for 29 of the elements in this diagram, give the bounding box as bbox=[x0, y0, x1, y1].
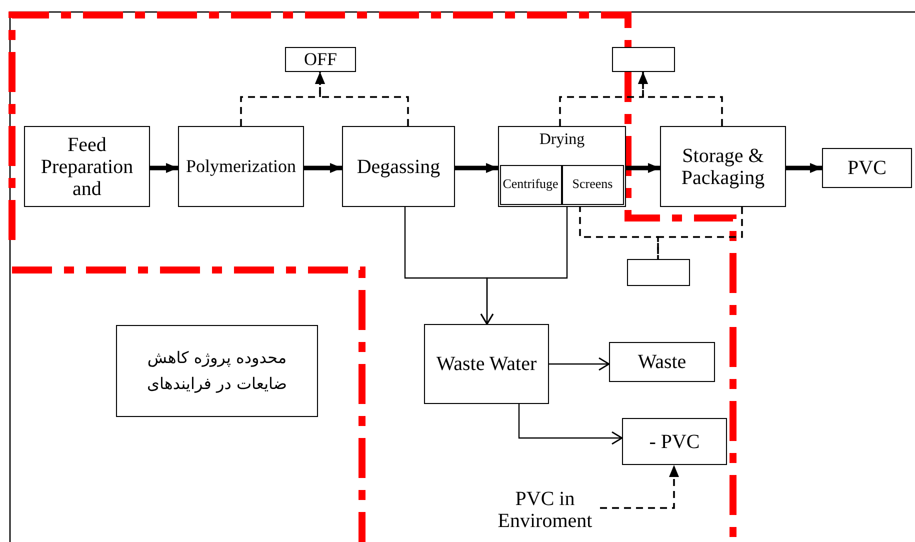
process-box: Waste Water bbox=[424, 324, 549, 404]
arrow bbox=[600, 465, 679, 509]
note-box: محدوده پروژه کاهش ضایعات در فرایندهای bbox=[116, 325, 318, 417]
connector-line bbox=[657, 207, 743, 259]
arrow bbox=[315, 72, 409, 126]
process-box: Degassing bbox=[342, 126, 455, 207]
arrow bbox=[150, 163, 178, 173]
arrow bbox=[304, 163, 342, 173]
output-box: OFF bbox=[285, 47, 356, 72]
arrow bbox=[518, 404, 623, 445]
process-box bbox=[498, 126, 626, 207]
output-box bbox=[627, 259, 690, 286]
arrow bbox=[638, 72, 723, 126]
text-label: PVC in Enviroment bbox=[490, 483, 600, 537]
output-box: - PVC bbox=[622, 418, 727, 465]
process-box: Storage & Packaging bbox=[660, 126, 786, 207]
output-box: Waste bbox=[609, 342, 715, 382]
arrow bbox=[786, 163, 822, 173]
box-heading: Drying bbox=[539, 131, 585, 149]
process-box: Polymerization bbox=[178, 126, 304, 207]
arrow bbox=[480, 205, 568, 325]
output-box bbox=[612, 47, 675, 72]
arrow bbox=[549, 357, 610, 371]
process-box: Centrifuge bbox=[500, 164, 562, 204]
process-box: Feed Preparation and bbox=[24, 126, 150, 207]
arrow bbox=[455, 163, 498, 173]
output-box: PVC bbox=[822, 148, 912, 188]
arrow bbox=[626, 163, 660, 173]
process-box: Screens bbox=[562, 164, 624, 204]
